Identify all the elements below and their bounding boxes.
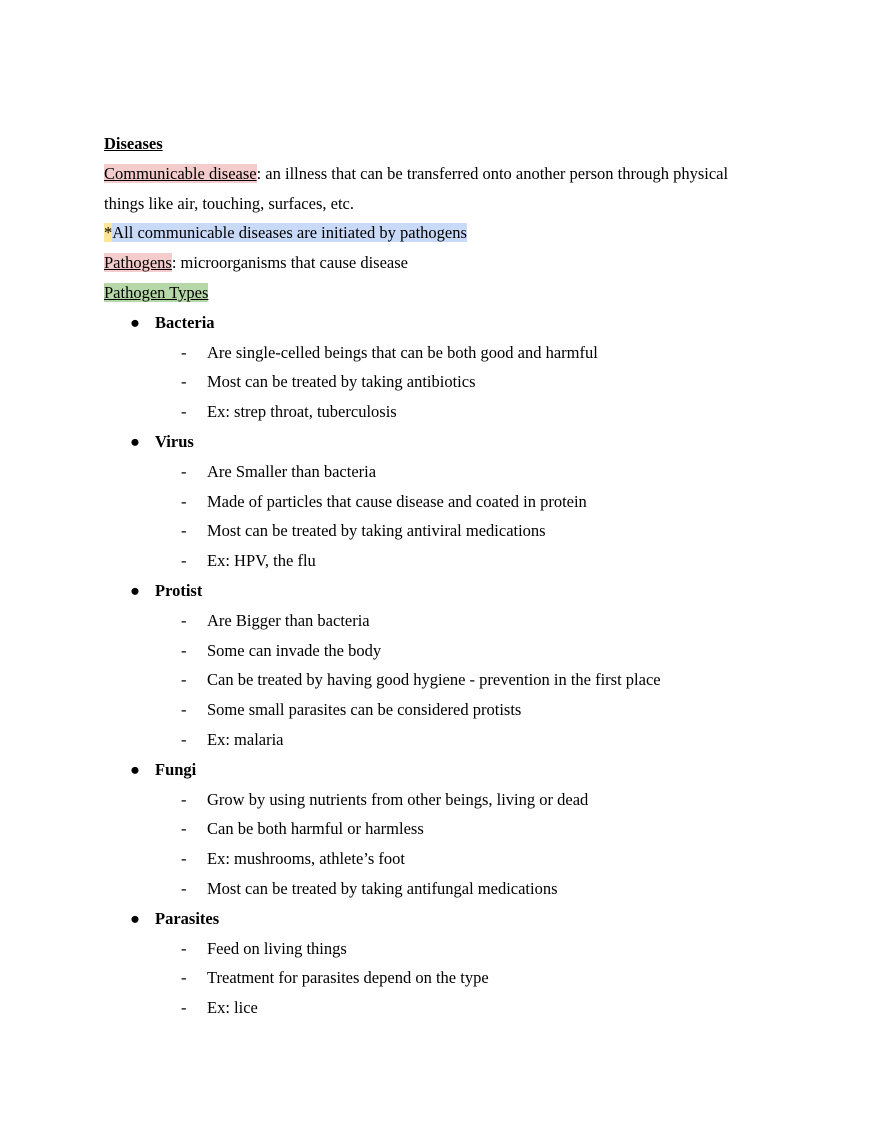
bullet-icon: ● xyxy=(130,431,140,451)
list-subitem-text: Are single-celled beings that can be bot… xyxy=(207,342,598,362)
dash-icon: - xyxy=(181,819,187,839)
list-subitem-text: Can be both harmful or harmless xyxy=(207,819,424,839)
bullet-icon: ● xyxy=(130,312,140,332)
list-subitem: -Feed on living things xyxy=(104,934,804,964)
list-subitem-text: Most can be treated by taking antiviral … xyxy=(207,521,546,541)
list-item-virus: ● Virus xyxy=(104,427,804,457)
list-item-protist: ● Protist xyxy=(104,576,804,606)
term-communicable-disease: Communicable disease xyxy=(104,163,257,183)
dash-icon: - xyxy=(181,849,187,869)
bullet-icon: ● xyxy=(130,580,140,600)
list-subitem-text: Ex: malaria xyxy=(207,729,284,749)
pathogen-types-heading: Pathogen Types xyxy=(104,282,209,302)
list-subitem-text: Feed on living things xyxy=(207,938,347,958)
list-subitem: -Ex: lice xyxy=(104,993,804,1023)
list-subitem: -Ex: HPV, the flu xyxy=(104,546,804,576)
pathogen-type-name: Protist xyxy=(155,580,203,600)
list-subitem-text: Are Smaller than bacteria xyxy=(207,461,377,481)
list-subitem-text: Most can be treated by taking antifungal… xyxy=(207,878,558,898)
list-subitem: -Are Smaller than bacteria xyxy=(104,457,804,487)
bullet-icon: ● xyxy=(130,908,140,928)
dash-icon: - xyxy=(181,670,187,690)
list-subitem: -Made of particles that cause disease an… xyxy=(104,487,804,517)
list-subitem: -Most can be treated by taking antifunga… xyxy=(104,874,804,904)
list-subitem-text: Some can invade the body xyxy=(207,640,382,660)
dash-icon: - xyxy=(181,700,187,720)
dash-icon: - xyxy=(181,342,187,362)
list-item-bacteria: ● Bacteria xyxy=(104,308,804,338)
dash-icon: - xyxy=(181,372,187,392)
list-subitem: -Some small parasites can be considered … xyxy=(104,695,804,725)
list-subitem-text: Most can be treated by taking antibiotic… xyxy=(207,372,476,392)
list-subitem-text: Ex: strep throat, tuberculosis xyxy=(207,402,397,422)
definition-text: : an illness that can be transferred ont… xyxy=(256,163,729,183)
note-asterisk: * xyxy=(104,223,113,243)
pathogen-type-name: Bacteria xyxy=(155,312,215,332)
dash-icon: - xyxy=(181,521,187,541)
list-subitem-text: Ex: HPV, the flu xyxy=(207,551,316,571)
pathogen-type-name: Virus xyxy=(155,431,194,451)
definition-communicable-continued: things like air, touching, surfaces, etc… xyxy=(104,189,804,219)
list-subitem-text: Can be treated by having good hygiene - … xyxy=(207,670,661,690)
list-subitem-text: Made of particles that cause disease and… xyxy=(207,491,587,511)
list-subitem-text: Treatment for parasites depend on the ty… xyxy=(207,968,489,988)
dash-icon: - xyxy=(181,551,187,571)
list-subitem: -Can be both harmful or harmless xyxy=(104,814,804,844)
list-subitem-text: Ex: mushrooms, athlete’s foot xyxy=(207,849,405,869)
list-subitem: -Ex: strep throat, tuberculosis xyxy=(104,397,804,427)
dash-icon: - xyxy=(181,968,187,988)
list-subitem: -Grow by using nutrients from other bein… xyxy=(104,785,804,815)
pathogens-definition-text: : microorganisms that cause disease xyxy=(171,253,408,273)
dash-icon: - xyxy=(181,640,187,660)
dash-icon: - xyxy=(181,461,187,481)
definition-communicable: Communicable disease: an illness that ca… xyxy=(104,159,804,189)
document-body: Diseases Communicable disease: an illnes… xyxy=(104,129,804,1023)
list-subitem: -Ex: malaria xyxy=(104,725,804,755)
list-subitem: -Ex: mushrooms, athlete’s foot xyxy=(104,844,804,874)
dash-icon: - xyxy=(181,938,187,958)
term-pathogens: Pathogens xyxy=(104,253,172,273)
note-text: All communicable diseases are initiated … xyxy=(112,223,467,243)
list-subitem: -Are single-celled beings that can be bo… xyxy=(104,338,804,368)
definition-pathogens: Pathogens: microorganisms that cause dis… xyxy=(104,248,804,278)
list-item-parasites: ● Parasites xyxy=(104,904,804,934)
list-subitem-text: Some small parasites can be considered p… xyxy=(207,700,522,720)
pathogen-type-name: Fungi xyxy=(155,759,197,779)
types-heading-line: Pathogen Types xyxy=(104,278,804,308)
list-subitem-text: Ex: lice xyxy=(207,998,258,1018)
dash-icon: - xyxy=(181,402,187,422)
list-subitem: -Are Bigger than bacteria xyxy=(104,606,804,636)
list-item-fungi: ● Fungi xyxy=(104,755,804,785)
list-subitem: -Can be treated by having good hygiene -… xyxy=(104,665,804,695)
list-subitem-text: Grow by using nutrients from other being… xyxy=(207,789,589,809)
pathogen-type-name: Parasites xyxy=(155,908,220,928)
definition-text-continued: things like air, touching, surfaces, etc… xyxy=(104,193,354,213)
bullet-icon: ● xyxy=(130,759,140,779)
list-subitem: -Some can invade the body xyxy=(104,636,804,666)
pathogen-note: *All communicable diseases are initiated… xyxy=(104,218,804,248)
heading-line: Diseases xyxy=(104,129,804,159)
dash-icon: - xyxy=(181,610,187,630)
dash-icon: - xyxy=(181,729,187,749)
list-subitem-text: Are Bigger than bacteria xyxy=(207,610,370,630)
dash-icon: - xyxy=(181,491,187,511)
list-subitem: -Treatment for parasites depend on the t… xyxy=(104,963,804,993)
dash-icon: - xyxy=(181,878,187,898)
list-subitem: -Most can be treated by taking antiviral… xyxy=(104,516,804,546)
dash-icon: - xyxy=(181,789,187,809)
document-heading: Diseases xyxy=(104,134,163,153)
pathogen-types-list: ●Bacteria-Are single-celled beings that … xyxy=(104,308,804,1023)
list-subitem: -Most can be treated by taking antibioti… xyxy=(104,367,804,397)
dash-icon: - xyxy=(181,998,187,1018)
